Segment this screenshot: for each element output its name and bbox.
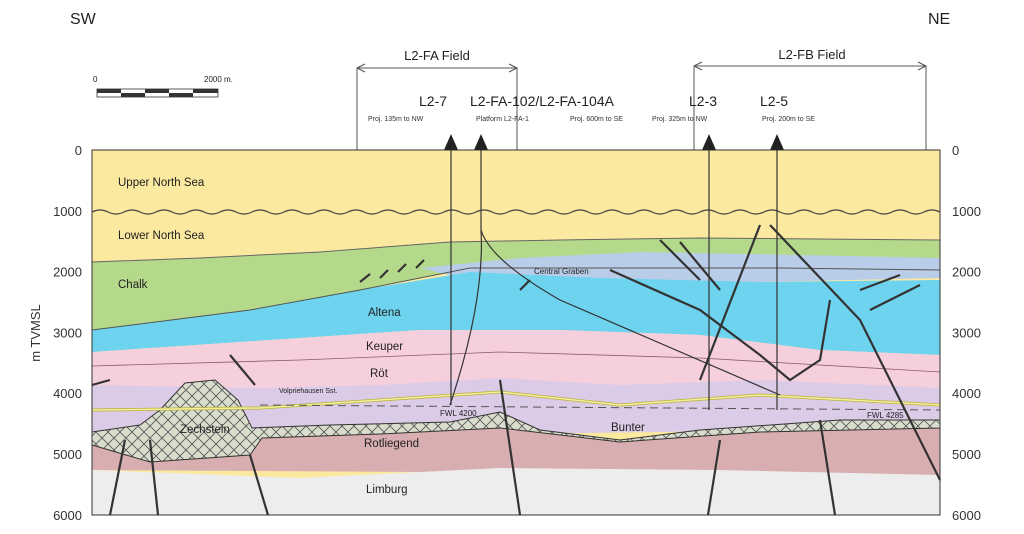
- label-zechstein: Zechstein: [180, 424, 230, 436]
- well-markers: [444, 134, 784, 150]
- label-rot: Röt: [370, 368, 389, 380]
- tick-label-left: 1000: [53, 204, 82, 219]
- field-label: L2-FB Field: [778, 47, 845, 62]
- tick-label-right: 1000: [952, 204, 981, 219]
- zechstein-salt: [91, 379, 941, 463]
- layer-rotliegend: [92, 425, 940, 475]
- layer-central-graben: [420, 252, 940, 282]
- tick-label-left: 4000: [53, 386, 82, 401]
- tick-label-right: 3000: [952, 325, 981, 340]
- label-altena: Altena: [368, 307, 401, 319]
- tick-label-left: 3000: [53, 325, 82, 340]
- well-trajectories: [449, 145, 781, 410]
- well-note: Proj. 200m to SE: [762, 116, 815, 123]
- tick-label-right: 0: [952, 143, 959, 158]
- unconformity: [91, 209, 941, 215]
- faults: [91, 224, 941, 516]
- tick-label-left: 5000: [53, 447, 82, 462]
- label-upper-north-sea: Upper North Sea: [118, 177, 205, 189]
- label-keuper: Keuper: [366, 341, 403, 353]
- well-note: Platform L2-FA-1: [476, 116, 529, 123]
- label-central-graben: Central Graben: [534, 267, 589, 276]
- tick-label-right: 5000: [952, 447, 981, 462]
- well-l2-fa-102: L2-FA-102/L2-FA-104A: [470, 93, 615, 109]
- tick-label-left: 6000: [53, 508, 82, 523]
- label-fwl-4200: FWL 4200: [440, 409, 477, 418]
- fwl-line: [259, 404, 941, 411]
- tick-label-right: 2000: [952, 265, 981, 280]
- well-note: Proj. 600m to SE: [570, 116, 623, 123]
- label-chalk: Chalk: [118, 279, 148, 291]
- well-l2-5: L2-5: [760, 93, 788, 109]
- axis-ticks: 0 0 1000 1000 2000 2000 3000 3000 4000 4000 5000 50…: [53, 143, 981, 523]
- svg-text:0: 0: [93, 75, 98, 84]
- tick-label-right: 6000: [952, 508, 981, 523]
- field-l2-fa: [356, 63, 518, 150]
- tick-label-left: 2000: [53, 265, 82, 280]
- field-l2-fb: [693, 61, 927, 150]
- well-l2-3: L2-3: [689, 93, 717, 109]
- layer-bunter: [92, 378, 940, 440]
- direction-sw: SW: [70, 11, 97, 28]
- label-bunter: Bunter: [611, 422, 645, 434]
- label-volpriehausen: Volpriehausen Sst.: [279, 388, 337, 395]
- tick-label-right: 4000: [952, 386, 981, 401]
- svg-text:2000 m.: 2000 m.: [204, 75, 233, 84]
- label-fwl-4285: FWL 4285: [867, 411, 904, 420]
- well-note: Proj. 325m to NW: [652, 116, 708, 123]
- direction-ne: NE: [928, 11, 950, 28]
- layers: [91, 149, 941, 516]
- label-limburg: Limburg: [366, 484, 408, 496]
- tick-label-left: 0: [75, 143, 82, 158]
- scale-bar: 0 2000 m.: [93, 75, 233, 98]
- axis-label: m TVMSL: [28, 304, 43, 362]
- well-note: Proj. 135m to NW: [368, 116, 424, 123]
- well-l2-7: L2-7: [419, 93, 447, 109]
- field-label: L2-FA Field: [404, 48, 470, 63]
- label-lower-north-sea: Lower North Sea: [118, 230, 205, 242]
- layer-altena: [92, 272, 940, 355]
- label-rotliegend: Rotliegend: [364, 438, 419, 450]
